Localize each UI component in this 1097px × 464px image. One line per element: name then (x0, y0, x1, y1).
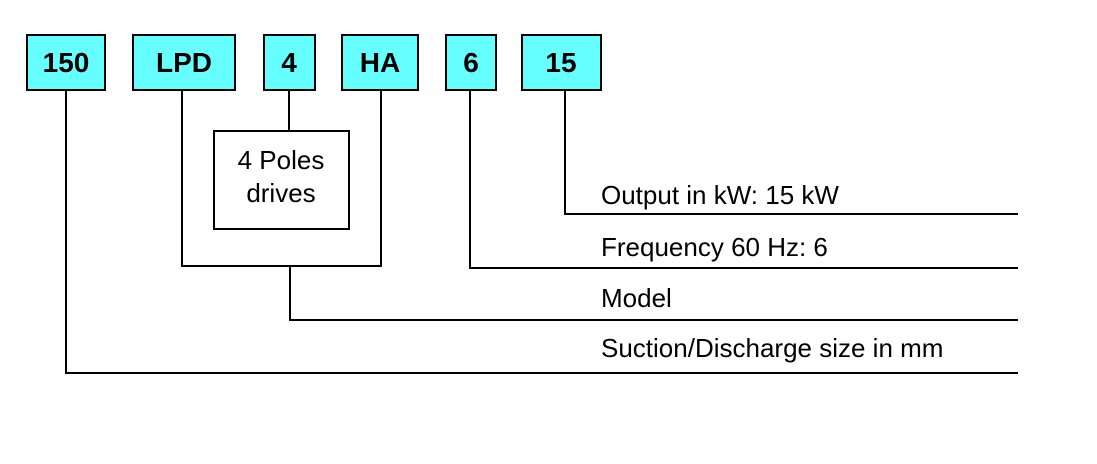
label-model: Model (601, 283, 672, 313)
code-poles-text: 4 (281, 47, 297, 78)
code-box-freq-rect (445, 34, 497, 91)
code-box-freq: 6 (445, 34, 497, 91)
connector-frequency (469, 90, 1018, 269)
label-frequency: Frequency 60 Hz: 6 (601, 232, 828, 262)
connector-lines (65, 90, 1018, 374)
code-freq-text: 6 (463, 47, 479, 78)
connector-size (65, 90, 1018, 374)
poles-note-line1: 4 Poles (238, 145, 325, 175)
code-box-model-rect (132, 34, 236, 91)
code-box-type: HA (341, 34, 419, 91)
code-box-model: LPD (132, 34, 236, 91)
poles-note-line2: drives (246, 178, 315, 208)
connector-model-bracket (181, 90, 382, 267)
poles-note-box: 4 Poles drives (213, 130, 350, 230)
code-box-power: 15 (521, 34, 602, 91)
label-size: Suction/Discharge size in mm (601, 333, 943, 363)
label-output: Output in kW: 15 kW (601, 180, 839, 210)
code-box-size: 150 (26, 34, 106, 91)
code-model-text: LPD (156, 47, 212, 78)
code-box-power-rect (521, 34, 602, 91)
code-power-text: 15 (545, 47, 576, 78)
code-box-type-rect (341, 34, 419, 91)
code-size-text: 150 (43, 47, 90, 78)
connector-model (289, 266, 1018, 321)
code-box-size-rect (26, 34, 106, 91)
code-box-poles-rect (263, 34, 316, 91)
poles-note-rect (213, 130, 350, 230)
code-box-poles: 4 (263, 34, 316, 91)
code-type-text: HA (360, 47, 400, 78)
connector-output (564, 90, 1018, 215)
